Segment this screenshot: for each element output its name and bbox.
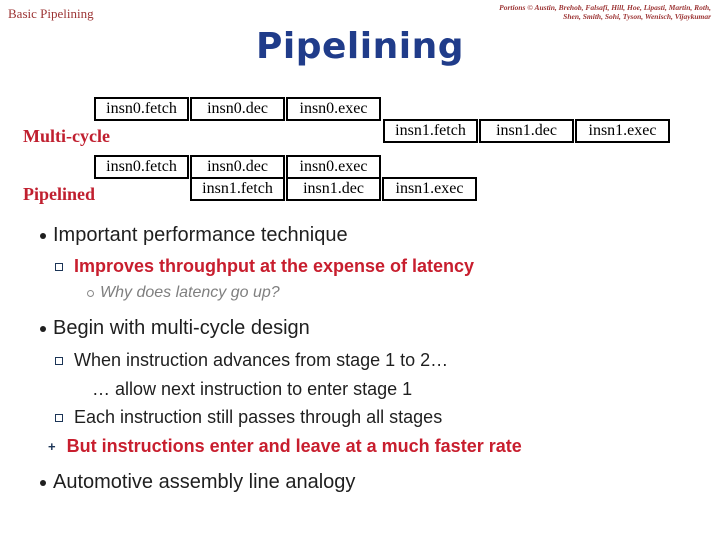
bullet-line: + But instructions enter and leave at a … (48, 436, 522, 457)
bullet-text: Automotive assembly line analogy (53, 471, 356, 493)
pipeline-stage-box: insn1.dec (286, 177, 381, 201)
bullet-text: Begin with multi-cycle design (53, 317, 310, 339)
bullet-line: Why does latency go up? (87, 284, 280, 302)
pipelined-insn0-row: insn0.fetch insn0.dec insn0.exec (94, 155, 381, 179)
pipeline-stage-box: insn0.exec (286, 97, 381, 121)
bullet-circle-icon (87, 289, 94, 297)
bullet-square-icon (55, 262, 63, 271)
bullet-line: Each instruction still passes through al… (55, 407, 442, 428)
bullet-line: Begin with multi-cycle design (40, 317, 310, 340)
bullet-square-icon (55, 356, 63, 365)
bullet-text: Each instruction still passes through al… (74, 407, 443, 427)
multicycle-label: Multi-cycle (23, 126, 110, 146)
bullet-text: But instructions enter and leave at a mu… (66, 436, 522, 456)
pipelined-label: Pipelined (23, 184, 96, 204)
pipeline-stage-box: insn0.dec (190, 155, 285, 179)
pipeline-stage-box: insn1.dec (479, 119, 574, 143)
bullet-square-icon (55, 413, 63, 422)
pipeline-stage-box: insn1.fetch (383, 119, 478, 143)
bullet-text: Important performance technique (53, 224, 348, 246)
bullet-dot-icon (40, 325, 46, 332)
pipeline-stage-box: insn0.exec (286, 155, 381, 179)
bullet-line: When instruction advances from stage 1 t… (55, 350, 448, 371)
bullet-dot-icon (40, 479, 46, 486)
attribution-line1: Portions © Austin, Brehob, Falsafi, Hill… (499, 3, 711, 12)
pipeline-stage-box: insn1.exec (382, 177, 477, 201)
pipeline-stage-box: insn1.fetch (190, 177, 285, 201)
bullet-line: Automotive assembly line analogy (40, 471, 355, 494)
bullet-plus-icon: + (48, 439, 56, 454)
attribution-line2: Shen, Smith, Sohi, Tyson, Wenisch, Vijay… (563, 12, 711, 21)
bullet-line: Improves throughput at the expense of la… (55, 256, 474, 277)
bullet-line: Important performance technique (40, 224, 348, 247)
multicycle-insn0-row: insn0.fetch insn0.dec insn0.exec (94, 97, 381, 121)
bullet-text: When instruction advances from stage 1 t… (74, 350, 449, 370)
multicycle-insn1-row: insn1.fetch insn1.dec insn1.exec (383, 119, 670, 143)
pipelined-insn1-row: insn1.fetch insn1.dec insn1.exec (190, 177, 477, 201)
pipeline-stage-box: insn0.fetch (94, 155, 189, 179)
pipeline-stage-box: insn0.fetch (94, 97, 189, 121)
page-title: Pipelining (256, 26, 464, 67)
bullet-dot-icon (40, 232, 46, 239)
bullet-text: Why does latency go up? (100, 284, 280, 301)
attribution: Portions © Austin, Brehob, Falsafi, Hill… (391, 3, 711, 21)
pipeline-stage-box: insn1.exec (575, 119, 670, 143)
slide-header: Basic Pipelining (8, 6, 94, 21)
bullet-text: … allow next instruction to enter stage … (92, 379, 413, 399)
bullet-text: Improves throughput at the expense of la… (74, 256, 475, 276)
bullet-line-continuation: … allow next instruction to enter stage … (92, 379, 412, 400)
pipeline-stage-box: insn0.dec (190, 97, 285, 121)
